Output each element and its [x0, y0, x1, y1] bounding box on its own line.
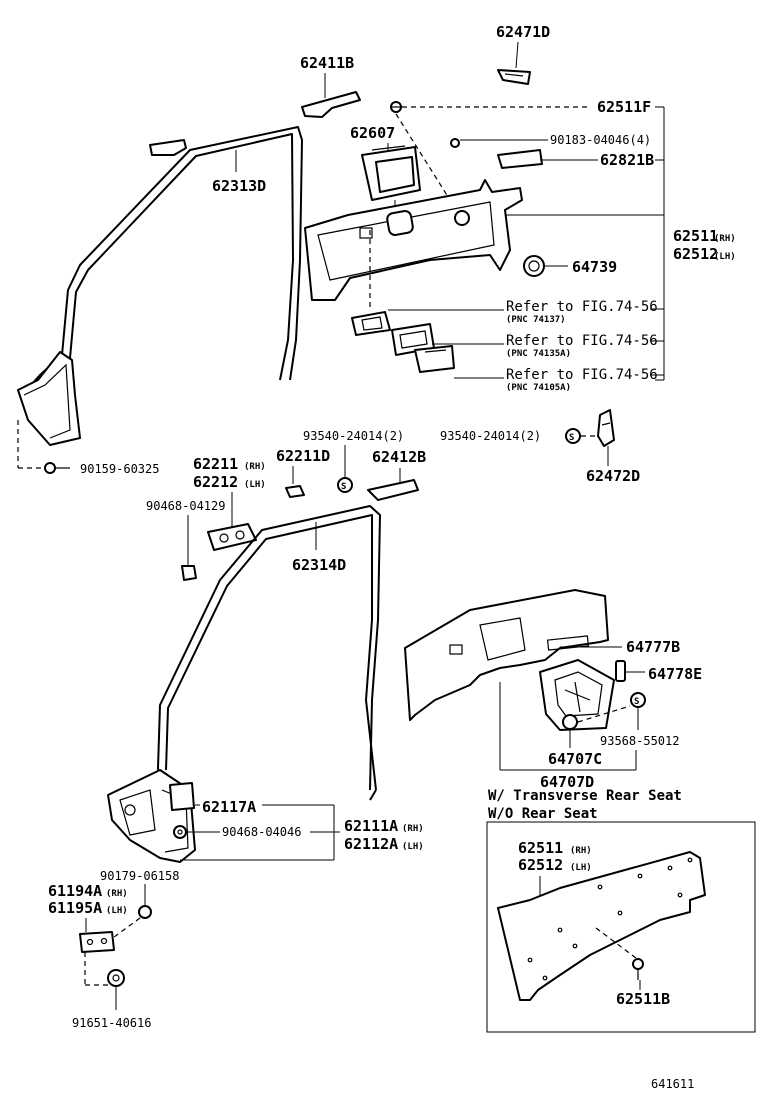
note-transverse-seat: W/ Transverse Rear Seat [488, 788, 682, 804]
label-91651-40616: 91651-40616 [72, 1016, 151, 1030]
label-64707C: 64707C [548, 750, 602, 768]
note-no-rear-seat: W/O Rear Seat [488, 806, 598, 822]
clip-62211D [285, 485, 305, 498]
bolt-91651-40616 [107, 969, 125, 987]
label-62411B: 62411B [300, 54, 354, 72]
label-ref1: Refer to FIG.74-56 [506, 299, 658, 315]
label-62313D: 62313D [212, 177, 266, 195]
label-ref3-sub: (PNC 74105A) [506, 383, 571, 393]
s-mark-c: S [630, 692, 646, 708]
nut-90179-06158 [138, 905, 152, 919]
label-62112A: 62112A [344, 835, 398, 853]
label-90183-04046: 90183-04046(4) [550, 133, 651, 147]
label-lh-1: (LH) [714, 252, 736, 262]
clip-62471D [497, 69, 531, 85]
label-62314D: 62314D [292, 556, 346, 574]
label-ref2-sub: (PNC 74135A) [506, 349, 571, 359]
trim-board-62511-alt [497, 851, 706, 1001]
svg-text:S: S [634, 697, 639, 707]
label-rh-2: (RH) [244, 462, 266, 472]
label-90159-60325: 90159-60325 [80, 462, 159, 476]
trim-board-rear [404, 589, 609, 721]
clip-62511F [390, 101, 402, 113]
label-93540-a: 93540-24014(2) [303, 429, 404, 443]
screw-90159-60325 [44, 462, 70, 474]
label-61194A: 61194A [48, 882, 102, 900]
wo-rear-seat-box [486, 821, 756, 1033]
label-ref2: Refer to FIG.74-56 [506, 333, 658, 349]
s-mark-a: S [337, 477, 353, 493]
screw-90183-04046 [450, 138, 460, 148]
label-62512-b: 62512 [518, 856, 563, 874]
label-rh-1: (RH) [714, 234, 736, 244]
label-93540-b: 93540-24014(2) [440, 429, 541, 443]
label-62821B: 62821B [600, 151, 654, 169]
cover-62821B [497, 149, 543, 169]
svg-text:S: S [341, 482, 346, 492]
label-64739: 64739 [572, 258, 617, 276]
clip-small-left [149, 139, 187, 156]
s-mark-b: S [565, 428, 581, 444]
label-64707D: 64707D [540, 773, 594, 791]
label-62511-b: 62511 [518, 839, 563, 857]
label-lh-3: (LH) [402, 842, 424, 852]
label-ref3: Refer to FIG.74-56 [506, 367, 658, 383]
label-62472D: 62472D [586, 467, 640, 485]
label-90468-04129: 90468-04129 [146, 499, 225, 513]
label-62471D: 62471D [496, 23, 550, 41]
label-ref1-sub: (PNC 74137) [506, 315, 566, 325]
label-61195A: 61195A [48, 899, 102, 917]
label-rh-4: (RH) [106, 889, 128, 899]
label-rh-5: (RH) [570, 846, 592, 856]
nut-90468-04129 [181, 565, 197, 581]
label-lh-4: (LH) [106, 906, 128, 916]
label-62117A: 62117A [202, 798, 256, 816]
bracket-64707C [539, 659, 615, 731]
svg-text:S: S [569, 433, 574, 443]
label-90468-04046: 90468-04046 [222, 825, 301, 839]
weatherstrip-62314D [157, 505, 381, 801]
label-90179-06158: 90179-06158 [100, 869, 179, 883]
clip-62511B [632, 958, 644, 980]
label-62211: 62211 [193, 455, 238, 473]
label-rh-3: (RH) [402, 824, 424, 834]
label-62511: 62511 [673, 227, 718, 245]
label-64777B: 64777B [626, 638, 680, 656]
clip-62472D [597, 409, 615, 447]
nut-90468-04046 [173, 825, 187, 839]
trim-62211 [207, 523, 257, 551]
nut-64707C [562, 714, 578, 730]
trim-board-62511 [304, 179, 523, 301]
clip-62411B [301, 91, 361, 118]
label-62111A: 62111A [344, 817, 398, 835]
label-62607: 62607 [350, 124, 395, 142]
hinge-61194A [79, 931, 115, 953]
label-62511B: 62511B [616, 990, 670, 1008]
label-62212: 62212 [193, 473, 238, 491]
label-62512: 62512 [673, 245, 718, 263]
clip-62117A [169, 782, 195, 811]
label-93568-55012: 93568-55012 [600, 734, 679, 748]
label-62511F: 62511F [597, 98, 651, 116]
label-lh-2: (LH) [244, 480, 266, 490]
weatherstrip-62313D [17, 126, 303, 446]
figure-number: 641611 [651, 1077, 694, 1091]
clip-62412B [367, 479, 419, 501]
bracket-ref-74137 [351, 311, 391, 336]
bracket-ref-74105A [414, 345, 455, 373]
hook-62607 [361, 145, 421, 215]
label-64778E: 64778E [648, 665, 702, 683]
label-62412B: 62412B [372, 448, 426, 466]
clip-64778E [615, 660, 626, 682]
cap-64739 [523, 255, 545, 277]
label-62211D: 62211D [276, 447, 330, 465]
label-lh-5: (LH) [570, 863, 592, 873]
